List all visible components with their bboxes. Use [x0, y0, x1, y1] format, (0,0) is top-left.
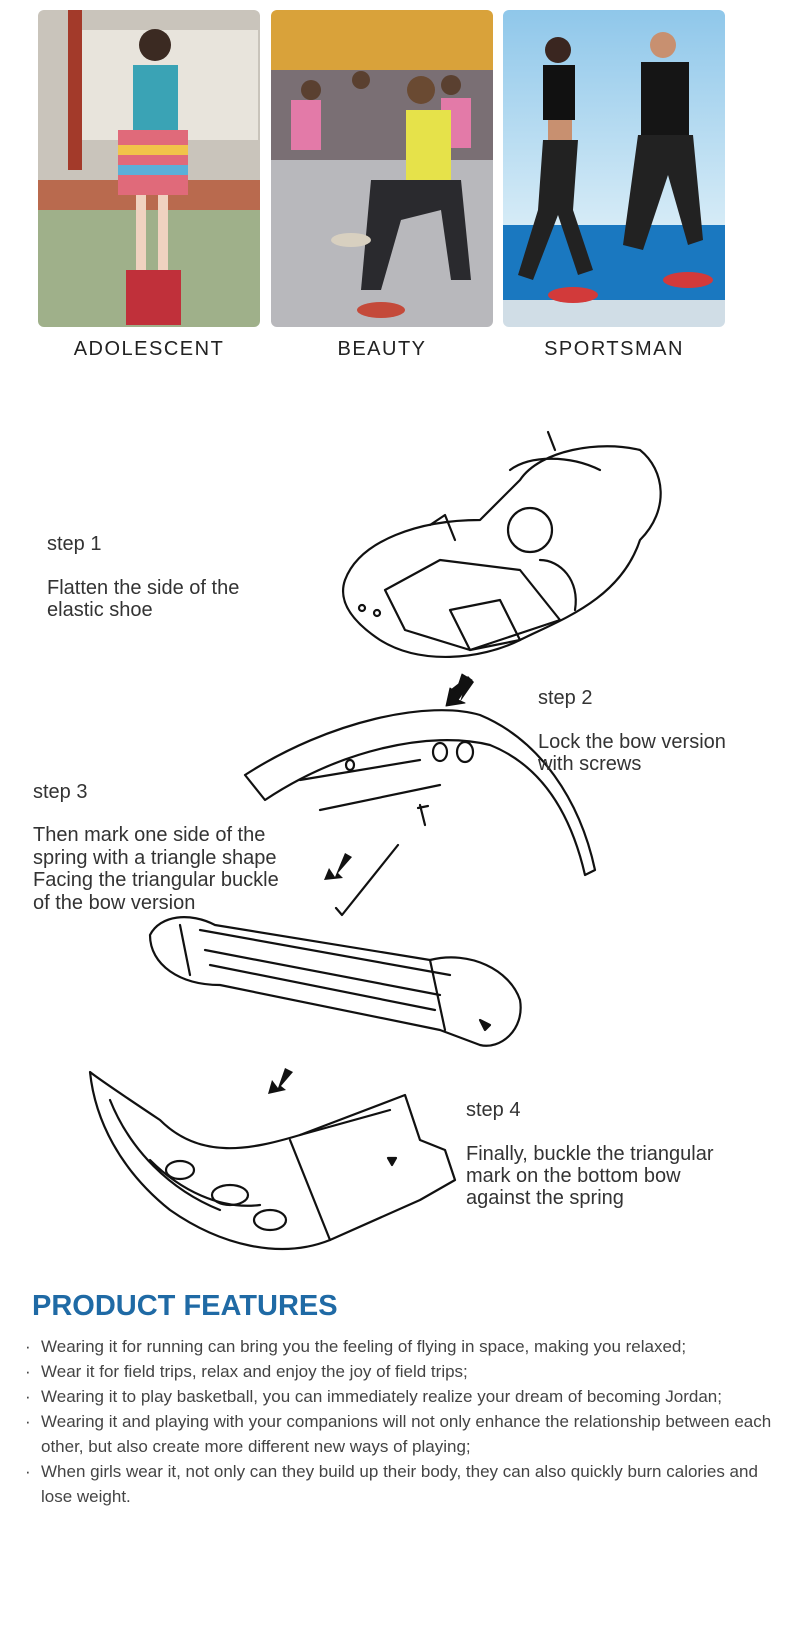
step-2-title: step 2: [538, 687, 593, 709]
bow-plate-drawing: [243, 709, 597, 917]
step-4-title: step 4: [466, 1099, 521, 1121]
sportsman-photo: [503, 10, 725, 327]
step-1-line-2: elastic shoe: [47, 599, 153, 621]
spring-drawing: [148, 916, 522, 1047]
step-4-line-1: Finally, buckle the triangular: [466, 1143, 714, 1165]
step-2-line-1: Lock the bow version: [538, 731, 726, 753]
step-1-line-1: Flatten the side of the: [47, 577, 240, 599]
features-heading: PRODUCT FEATURES: [32, 1290, 338, 1322]
bottom-bow-drawing: [88, 1070, 457, 1251]
step-3-title: step 3: [33, 781, 88, 803]
feature-item: Wearing it for running can bring you the…: [33, 1334, 783, 1359]
audience-label-adolescent: ADOLESCENT: [73, 338, 225, 360]
features-list: Wearing it for running can bring you the…: [33, 1334, 783, 1509]
step-2-line-2: with screws: [538, 753, 642, 775]
audience-label-sportsman: SPORTSMAN: [544, 338, 684, 360]
feature-item: Wearing it and playing with your compani…: [33, 1409, 783, 1459]
arrow-icon: [324, 853, 352, 880]
step-4-line-3: against the spring: [466, 1187, 624, 1209]
beauty-photo: [271, 10, 493, 327]
adolescent-photo: [38, 10, 260, 327]
feature-item: Wearing it to play basketball, you can i…: [33, 1384, 783, 1409]
step-3-line-4: of the bow version: [33, 892, 196, 914]
step-1-title: step 1: [47, 533, 102, 555]
feature-item: When girls wear it, not only can they bu…: [33, 1459, 783, 1509]
shoe-drawing: [342, 430, 662, 659]
audience-label-beauty: BEAUTY: [337, 338, 427, 360]
arrow-icon: [268, 1068, 293, 1094]
step-4-line-2: mark on the bottom bow: [466, 1165, 681, 1187]
feature-item: Wear it for field trips, relax and enjoy…: [33, 1359, 783, 1384]
step-3-line-3: Facing the triangular buckle: [33, 869, 279, 891]
step-3-line-2: spring with a triangle shape: [33, 847, 277, 869]
step-3-line-1: Then mark one side of the: [33, 824, 266, 846]
assembly-diagram: [88, 430, 662, 1251]
